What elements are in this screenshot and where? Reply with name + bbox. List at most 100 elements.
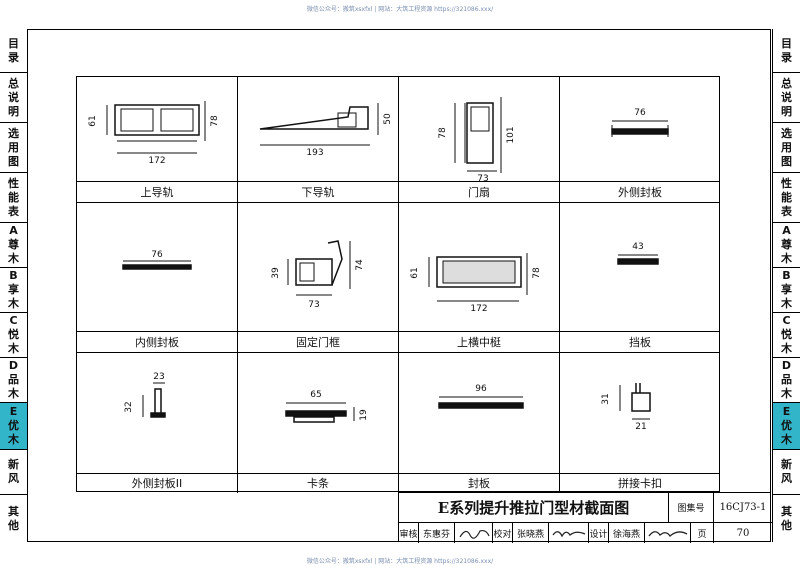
right-tab-1[interactable]: 目录 (773, 29, 800, 73)
profile-label: 固定门框 (238, 331, 398, 353)
profile-label: 拼接卡扣 (560, 473, 720, 493)
right-tab-label: 选用图 (781, 126, 792, 168)
right-tab-3[interactable]: 选用图 (773, 123, 800, 173)
right-tab-11[interactable]: 其他 (773, 495, 800, 542)
left-tab-5[interactable]: A尊木 (0, 223, 27, 268)
left-tab-label: 其他 (8, 504, 19, 532)
right-tab-4[interactable]: 性能表 (773, 173, 800, 223)
right-tab-label: D品木 (781, 359, 792, 400)
profile-label: 上导轨 (77, 181, 237, 203)
svg-text:73: 73 (477, 174, 488, 181)
right-tab-6[interactable]: B享木 (773, 268, 800, 313)
section-svg: 43 (617, 242, 659, 265)
profile-label: 外侧封板II (77, 473, 237, 493)
svg-text:19: 19 (359, 409, 369, 421)
profile-label: 下导轨 (238, 181, 398, 203)
profile-drawing: 31 21 (560, 353, 720, 473)
svg-text:32: 32 (124, 401, 134, 412)
section-svg: 23 32 (124, 372, 166, 418)
left-tab-label: B享木 (8, 269, 19, 310)
right-tab-2[interactable]: 总说明 (773, 73, 800, 123)
svg-text:21: 21 (635, 422, 646, 432)
checker-signature-mark (551, 531, 585, 538)
svg-text:76: 76 (151, 250, 163, 260)
watermark-top: 微信公众号：搬筑xsxfxl | 网站：大筑工程资源 https://32108… (306, 6, 494, 13)
right-tab-label: E优木 (781, 405, 792, 446)
title-block: E系列提升推拉门型材截面图 图集号 16CJ73-1 审核 东惠芬 校对 张晓燕… (398, 492, 772, 543)
profile-cell: 43 挡板 (560, 203, 720, 353)
design-label: 设计 (589, 523, 609, 543)
right-tab-9[interactable]: E优木 (773, 403, 800, 450)
right-tab-label: 其他 (781, 504, 792, 532)
right-tab-label: C悦木 (781, 314, 792, 355)
reviewer-signature (455, 523, 493, 543)
page-label: 页 (691, 523, 714, 543)
left-tab-3[interactable]: 选用图 (0, 123, 27, 173)
section-svg: 78 101 73 (438, 97, 516, 184)
profile-label: 封板 (399, 473, 559, 493)
profile-label: 外侧封板 (560, 181, 720, 203)
svg-text:65: 65 (310, 390, 321, 400)
left-tab-11[interactable]: 其他 (0, 495, 27, 542)
right-tab-label: 总说明 (781, 76, 792, 118)
atlas-label: 图集号 (669, 493, 714, 523)
left-tab-8[interactable]: D品木 (0, 358, 27, 403)
svg-text:193: 193 (306, 148, 323, 158)
right-tab-5[interactable]: A尊木 (773, 223, 800, 268)
left-tab-9[interactable]: E优木 (0, 403, 27, 450)
svg-text:172: 172 (148, 156, 165, 166)
section-svg: 31 21 (601, 383, 651, 432)
page-number: 70 (736, 527, 750, 539)
left-tab-7[interactable]: C悦木 (0, 313, 27, 358)
svg-text:172: 172 (470, 304, 487, 314)
designer-name: 徐海燕 (609, 523, 645, 543)
profile-cell: 31 21 拼接卡扣 (560, 353, 720, 493)
right-tab-label: A尊木 (781, 224, 792, 265)
svg-text:78: 78 (532, 267, 542, 279)
profile-cell: 76 内侧封板 (77, 203, 238, 353)
left-tab-6[interactable]: B享木 (0, 268, 27, 313)
left-tab-1[interactable]: 目录 (0, 29, 27, 73)
svg-text:78: 78 (438, 127, 448, 139)
profile-label: 卡条 (238, 473, 398, 493)
svg-text:31: 31 (601, 393, 611, 404)
right-tab-10[interactable]: 新风 (773, 450, 800, 495)
svg-text:39: 39 (271, 267, 281, 279)
left-tab-10[interactable]: 新风 (0, 450, 27, 495)
profile-drawing: 76 (560, 77, 720, 181)
right-tab-7[interactable]: C悦木 (773, 313, 800, 358)
left-tab-label: E优木 (8, 405, 19, 446)
left-tab-label: A尊木 (8, 224, 19, 265)
left-tab-label: C悦木 (8, 314, 19, 355)
profile-label: 上横中梃 (399, 331, 559, 353)
right-tab-8[interactable]: D品木 (773, 358, 800, 403)
left-tab-label: 性能表 (8, 176, 19, 218)
left-tab-4[interactable]: 性能表 (0, 173, 27, 223)
profile-label: 挡板 (560, 331, 720, 353)
left-tab-2[interactable]: 总说明 (0, 73, 27, 123)
profile-drawing: 23 32 (77, 353, 237, 473)
left-tab-label: 总说明 (8, 76, 19, 118)
section-svg: 76 (611, 108, 669, 137)
svg-text:23: 23 (153, 372, 164, 382)
check-label: 校对 (493, 523, 513, 543)
svg-text:101: 101 (506, 126, 516, 143)
profile-label: 内侧封板 (77, 331, 237, 353)
left-tab-label: 新风 (8, 458, 19, 485)
profile-drawing: 96 (399, 353, 559, 473)
profile-drawing: 78 101 73 (399, 77, 559, 184)
svg-text:43: 43 (632, 242, 643, 252)
